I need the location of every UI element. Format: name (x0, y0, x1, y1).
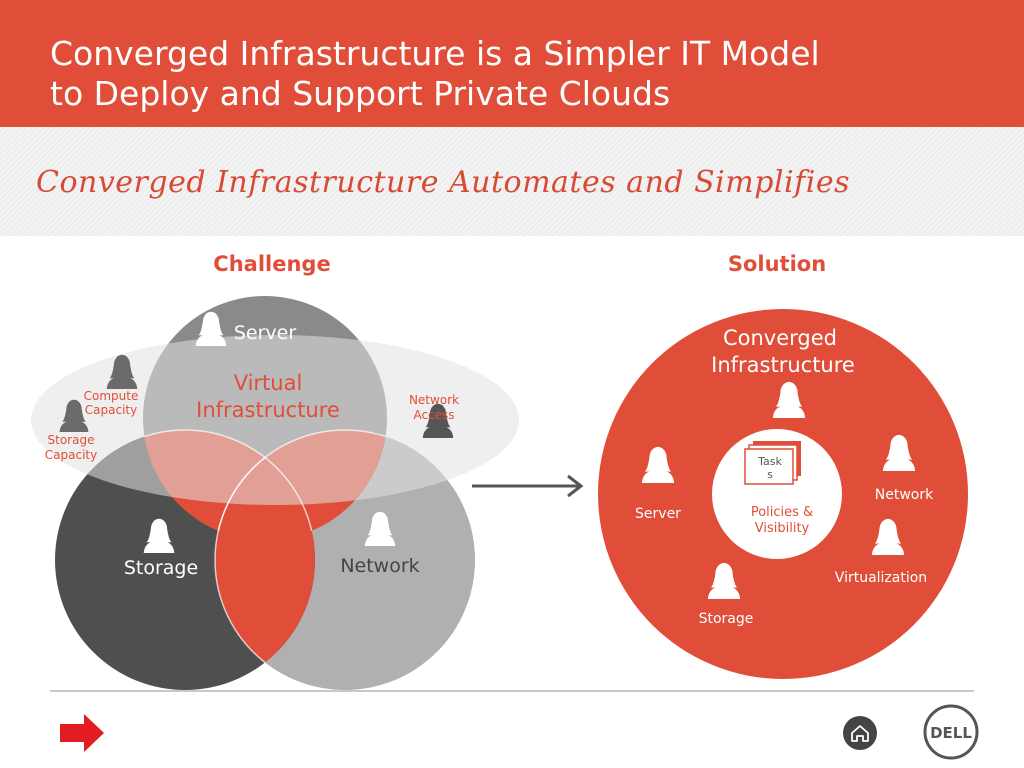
page-title: Converged Infrastructure is a Simpler IT… (50, 34, 1010, 114)
virtual-infrastructure-ellipse (31, 335, 519, 505)
network-access-label-2: Access (413, 408, 454, 422)
next-slide-arrow-icon[interactable] (60, 712, 106, 754)
storage-network-seam (214, 430, 315, 690)
home-button[interactable] (843, 716, 877, 750)
solution-storage-label: Storage (699, 611, 754, 627)
solution-server-label: Server (635, 506, 681, 522)
tasks-stack (744, 441, 801, 485)
converged-label-1: Converged (723, 326, 837, 350)
storage-label: Storage (124, 557, 198, 579)
title-line-2: to Deploy and Support Private Clouds (50, 74, 671, 113)
challenge-heading: Challenge (213, 252, 330, 276)
policies-label-1: Policies & (751, 505, 813, 520)
storage-capacity-label-2: Capacity (45, 448, 97, 462)
virtual-label-1: Virtual (234, 371, 303, 395)
subtitle: Converged Infrastructure Automates and S… (36, 165, 850, 200)
subtitle-band (0, 127, 1024, 236)
solution-virtualization-label: Virtualization (835, 570, 927, 586)
virtual-label-2: Infrastructure (196, 398, 340, 422)
converged-label-2: Infrastructure (711, 353, 855, 377)
network-label: Network (340, 555, 419, 577)
solution-network-label: Network (875, 487, 934, 503)
dell-logo: DELL (923, 704, 979, 760)
network-access-label-1: Network (409, 393, 459, 407)
tasks-label-2: s (767, 468, 773, 481)
transition-arrow (472, 474, 584, 498)
server-label: Server (234, 322, 296, 344)
footer-divider (50, 690, 974, 692)
header-bar (0, 0, 1024, 127)
challenge-venn (31, 296, 519, 690)
solution-diagram (598, 309, 968, 679)
compute-capacity-label-1: Compute (84, 389, 139, 403)
tasks-label-1: Task (757, 455, 782, 468)
title-line-1: Converged Infrastructure is a Simpler IT… (50, 34, 820, 73)
home-icon (851, 725, 869, 742)
dell-logo-text: DELL (930, 724, 972, 742)
solution-heading: Solution (728, 252, 826, 276)
server-network-seam (143, 429, 387, 540)
compute-capacity-label-2: Capacity (85, 403, 137, 417)
storage-capacity-label-1: Storage (48, 433, 95, 447)
policies-label-2: Visibility (755, 521, 810, 536)
